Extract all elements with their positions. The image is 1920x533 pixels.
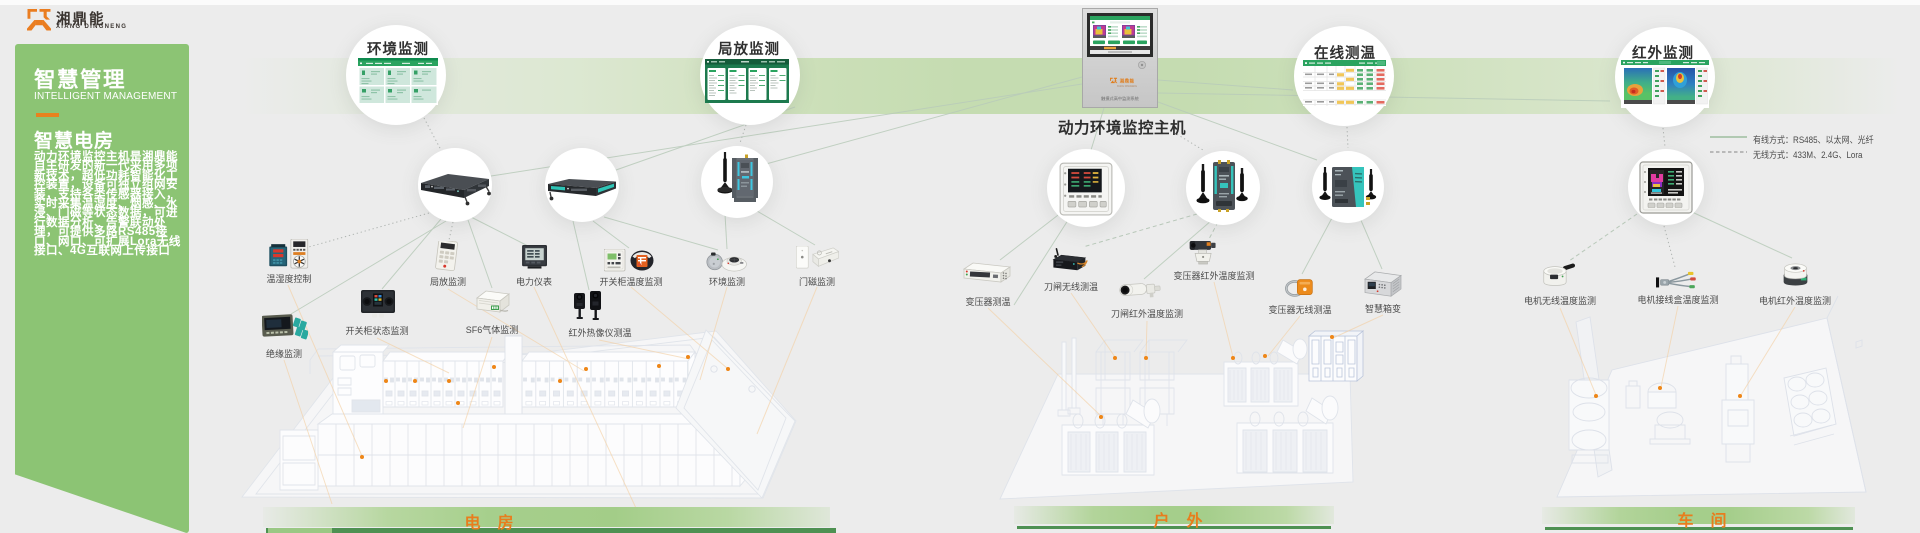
svg-text:触摸式高中监测系统: 触摸式高中监测系统: [1101, 95, 1139, 102]
svg-text:XIANG DINGNENG: XIANG DINGNENG: [1117, 85, 1137, 88]
svg-text:湘鼎能: 湘鼎能: [1120, 78, 1135, 85]
